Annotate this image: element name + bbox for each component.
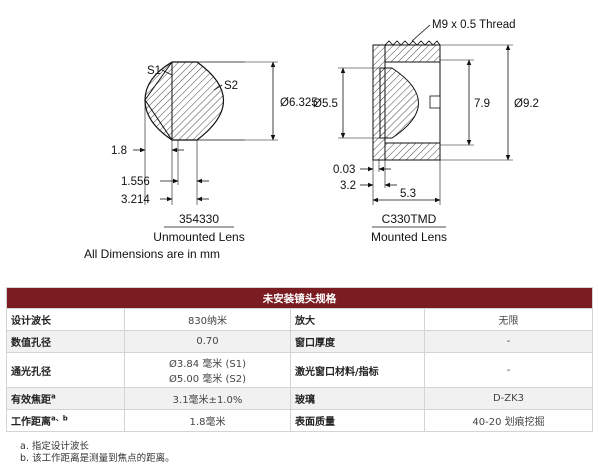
table-row: 通光孔径 Ø3.84 毫米 (S1) Ø5.00 毫米 (S2) 激光窗口材料/… bbox=[6, 352, 593, 388]
unmounted-lens-spec-table: 未安装镜头规格 设计波长 830纳米 放大 无限 数值孔径 0.70 窗口厚度 … bbox=[6, 287, 593, 432]
unmounted-diameter-label: Ø6.325 bbox=[280, 97, 318, 109]
spec-value: 1.8毫米 bbox=[124, 409, 291, 432]
mounted-lens-drawing: M9 x 0.5 Thread Ø5.5 7.9 Ø9.2 0.03 3.2 5… bbox=[313, 19, 539, 244]
dim-3-2-label: 3.2 bbox=[340, 180, 356, 192]
s2-label: S2 bbox=[224, 80, 238, 92]
spec-value: 3.1毫米±1.0% bbox=[124, 387, 291, 410]
spec-key: 激光窗口材料/指标 bbox=[290, 352, 425, 388]
spec-value: 无限 bbox=[424, 308, 593, 331]
spec-value: D-ZK3 bbox=[424, 387, 593, 410]
mounted-lens-element bbox=[379, 67, 419, 139]
dim-0-03-label: 0.03 bbox=[333, 164, 355, 176]
spec-value: Ø3.84 毫米 (S1) bbox=[168, 359, 246, 370]
spec-key: 通光孔径 bbox=[11, 366, 51, 378]
spec-table-title: 未安装镜头规格 bbox=[6, 287, 593, 309]
spec-key: 工作距离 bbox=[11, 417, 51, 428]
spec-value: 0.70 bbox=[124, 330, 291, 353]
footnote-b: b. 该工作距离是测量到焦点的距离。 bbox=[20, 453, 175, 464]
footnote-marker: a、b bbox=[51, 414, 68, 423]
table-row: 数值孔径 0.70 窗口厚度 - bbox=[6, 330, 593, 353]
mounted-outer-diameter-label: Ø9.2 bbox=[514, 98, 539, 110]
unmounted-part-number: 354330 bbox=[179, 212, 219, 226]
table-row: 有效焦距a 3.1毫米±1.0% 玻璃 D-ZK3 bbox=[6, 387, 593, 410]
dim-3-214-label: 3.214 bbox=[121, 194, 150, 206]
spec-key: 表面质量 bbox=[290, 409, 425, 432]
spec-value: 830纳米 bbox=[124, 308, 291, 331]
spec-key: 玻璃 bbox=[290, 387, 425, 410]
mounted-body-diameter-label: 7.9 bbox=[474, 98, 490, 110]
s1-label: S1 bbox=[147, 65, 161, 77]
unmounted-lens-caption: Unmounted Lens bbox=[153, 230, 244, 244]
dimensions-note: All Dimensions are in mm bbox=[84, 247, 220, 261]
footnote-marker: a bbox=[51, 392, 56, 401]
spec-value: 40-20 划痕挖掘 bbox=[424, 409, 593, 432]
table-row: 设计波长 830纳米 放大 无限 bbox=[6, 308, 593, 331]
spec-value: - bbox=[424, 352, 593, 388]
housing-bottom bbox=[384, 142, 441, 161]
spec-value-second: Ø5.00 毫米 (S2) bbox=[168, 374, 246, 385]
spec-value: - bbox=[424, 330, 593, 353]
lens-dimension-diagram: S1 S2 Ø6.325 1.8 1.556 3.214 354330 Unmo… bbox=[84, 19, 539, 261]
spec-key: 放大 bbox=[290, 308, 425, 331]
footnotes: a. 指定设计波长 b. 该工作距离是测量到焦点的距离。 bbox=[20, 441, 175, 465]
dim-1-8-label: 1.8 bbox=[111, 145, 127, 157]
unmounted-lens-drawing: S1 S2 Ø6.325 1.8 1.556 3.214 354330 Unmo… bbox=[84, 61, 318, 261]
dim-5-3-label: 5.3 bbox=[400, 188, 416, 200]
footnote-a: a. 指定设计波长 bbox=[20, 441, 89, 452]
table-row: 工作距离a、b 1.8毫米 表面质量 40-20 划痕挖掘 bbox=[6, 409, 593, 432]
thread-label: M9 x 0.5 Thread bbox=[432, 19, 516, 31]
mounted-part-number: C330TMD bbox=[382, 212, 437, 226]
spec-key: 数值孔径 bbox=[11, 338, 51, 349]
unmounted-lens-body bbox=[144, 61, 224, 141]
mounted-lens-caption: Mounted Lens bbox=[371, 230, 447, 244]
mounted-inner-diameter-label: Ø5.5 bbox=[313, 98, 338, 110]
dim-1-556-label: 1.556 bbox=[121, 176, 150, 188]
spec-key: 有效焦距 bbox=[11, 395, 51, 406]
spec-key: 窗口厚度 bbox=[290, 330, 425, 353]
housing-top bbox=[384, 44, 441, 63]
spec-key: 设计波长 bbox=[11, 316, 51, 327]
